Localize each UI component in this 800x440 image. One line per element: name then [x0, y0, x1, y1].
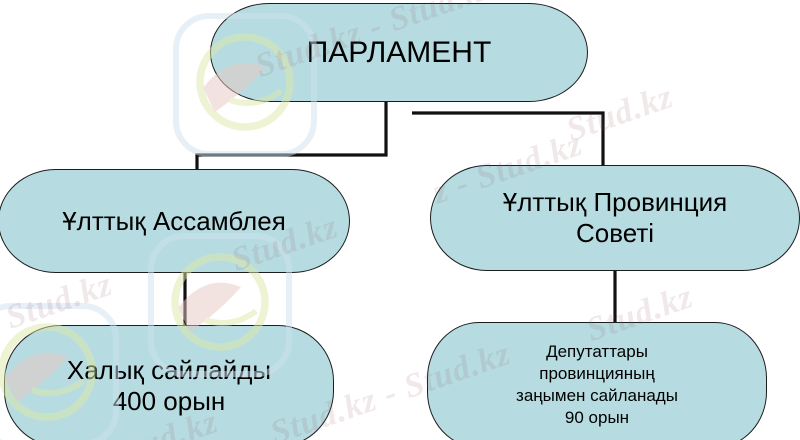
edge-parliament-to-provincial-council	[412, 111, 605, 167]
node-parliament[interactable]: ПАРЛАМЕНТ	[210, 3, 588, 102]
edge-parliament-to-assembly	[195, 100, 388, 171]
node-assembly-election-detail[interactable]: Халық сайлайды 400 орын	[4, 325, 334, 440]
node-council-election-detail[interactable]: Депутаттары провинцияның заңымен сайлана…	[427, 322, 767, 440]
node-national-assembly[interactable]: Ұлттық Ассамблея	[0, 169, 350, 273]
node-national-provincial-council[interactable]: Ұлттық Провинция Советі	[430, 165, 800, 271]
